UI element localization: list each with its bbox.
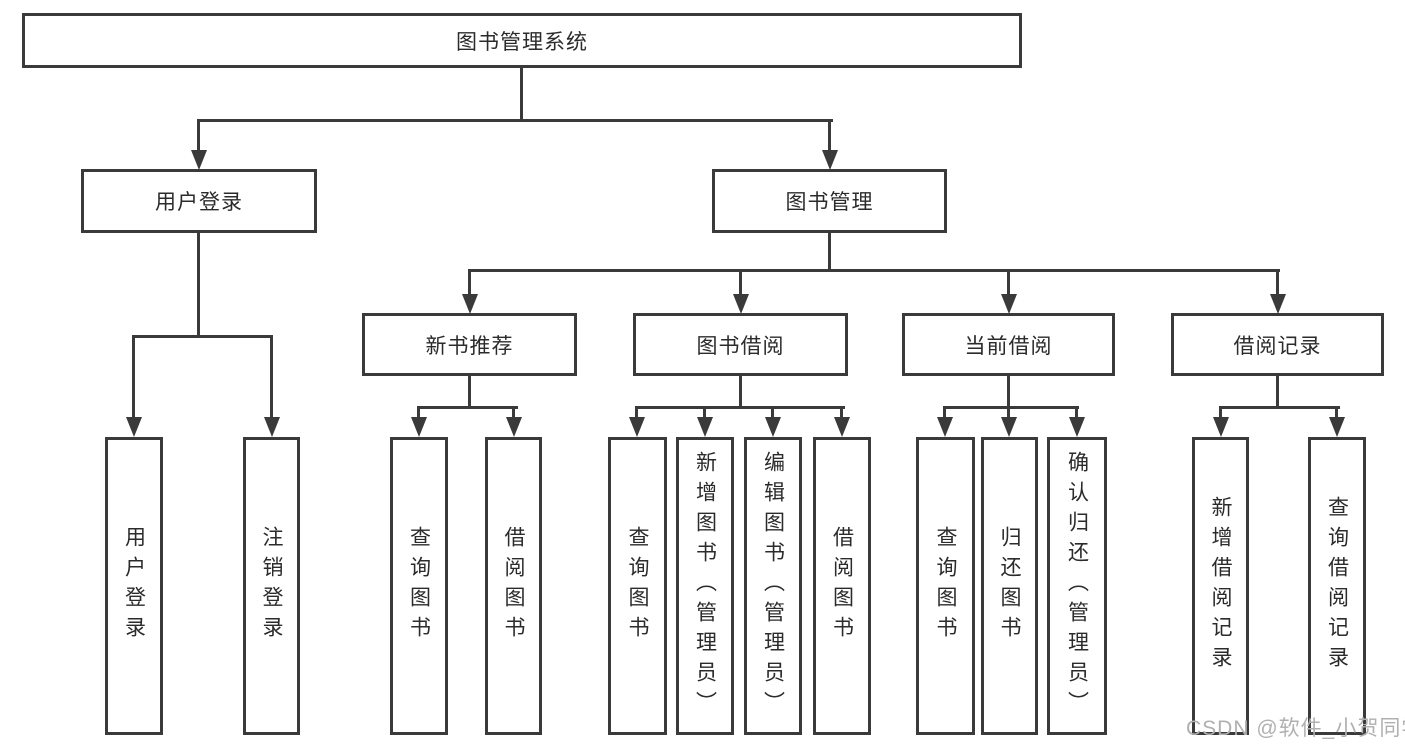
leaf-edit-book-admin: 编辑图书（管理员）	[744, 437, 802, 735]
leaf-add-borrow-record: 新增借阅记录	[1192, 437, 1249, 735]
node-borrowing-records: 借阅记录	[1171, 313, 1384, 376]
connector-leaf-stem	[1007, 406, 1010, 420]
leaf-logout: 注销登录	[243, 437, 300, 735]
connector-to-book-management	[828, 119, 831, 151]
connector-newbook-stem	[468, 374, 471, 409]
connector-to-user-login	[197, 119, 200, 151]
leaf-label: 查询借阅记录	[1325, 496, 1349, 676]
connector-leaf-stem	[635, 406, 638, 420]
leaf-confirm-return-admin: 确认归还（管理员）	[1047, 437, 1107, 735]
watermark: CSDN @软件_小贺同学	[1186, 717, 1405, 740]
leaf-label: 用户登录	[122, 526, 146, 646]
leaf-return-book: 归还图书	[981, 437, 1038, 735]
connector-to-leaf-logout	[270, 335, 273, 418]
node-label: 当前借阅	[964, 334, 1053, 358]
arrowhead-icon	[411, 417, 427, 437]
arrowhead-icon	[1001, 294, 1017, 314]
arrowhead-icon	[1213, 417, 1229, 437]
arrowhead-icon	[822, 150, 838, 170]
leaf-label: 编辑图书（管理员）	[761, 451, 785, 721]
connector-root-bus	[197, 119, 833, 122]
connector-leaf-stem	[703, 406, 706, 420]
connector-root-stem	[520, 66, 523, 119]
connector-currentborrow-bus	[943, 406, 1079, 409]
connector-leaf-stem	[840, 406, 843, 420]
connector-borrowrecords-bus	[1219, 406, 1340, 409]
leaf-label: 新增借阅记录	[1209, 496, 1232, 676]
connector-borrowrecords-stem	[1276, 374, 1279, 409]
leaf-label: 确认归还（管理员）	[1065, 451, 1089, 721]
connector-leaf-stem	[1335, 406, 1338, 420]
connector-leaf-stem	[512, 406, 515, 420]
node-label: 图书管理	[785, 191, 874, 214]
connector-userlogin-stem	[197, 231, 200, 338]
connector-leaf-stem	[771, 406, 774, 420]
leaf-borrow-books-recommend: 借阅图书	[485, 437, 542, 735]
arrowhead-icon	[765, 417, 781, 437]
leaf-borrow-books: 借阅图书	[813, 437, 871, 735]
arrowhead-icon	[937, 417, 953, 437]
node-book-management: 图书管理	[712, 169, 947, 233]
arrowhead-icon	[1001, 417, 1017, 437]
connector-to-book-borrow	[739, 269, 742, 296]
connector-bookmgmt-bus	[468, 269, 1280, 272]
connector-bookmgmt-stem	[828, 231, 831, 272]
arrowhead-icon	[264, 417, 280, 437]
connector-leaf-stem	[1219, 406, 1222, 420]
arrowhead-icon	[1329, 417, 1345, 437]
leaf-label: 查询图书	[934, 526, 957, 646]
leaf-query-books-current: 查询图书	[916, 437, 975, 735]
node-label: 图书管理系统	[456, 30, 588, 54]
connector-newbook-bus	[417, 406, 518, 409]
connector-bookborrow-bus	[635, 406, 845, 409]
node-label: 用户登录	[155, 191, 243, 214]
node-label: 借阅记录	[1233, 334, 1322, 358]
connector-userlogin-bus	[132, 335, 273, 338]
connector-to-current-borrow	[1007, 269, 1010, 296]
node-library-management-system: 图书管理系统	[22, 13, 1022, 68]
node-label: 新书推荐	[425, 334, 514, 358]
leaf-query-books-borrow: 查询图书	[608, 437, 667, 735]
connector-leaf-stem	[1075, 406, 1078, 420]
arrowhead-icon	[697, 417, 713, 437]
leaf-query-books-recommend: 查询图书	[390, 437, 448, 735]
leaf-label: 查询图书	[626, 526, 649, 646]
connector-currentborrow-stem	[1007, 374, 1010, 409]
arrowhead-icon	[834, 417, 850, 437]
leaf-query-borrow-record: 查询借阅记录	[1308, 437, 1366, 735]
leaf-label: 查询图书	[407, 526, 431, 646]
connector-bookborrow-stem	[739, 374, 742, 409]
leaf-label: 新增图书（管理员）	[693, 451, 717, 721]
arrowhead-icon	[629, 417, 645, 437]
node-new-book-recommendation: 新书推荐	[362, 313, 577, 376]
arrowhead-icon	[506, 417, 522, 437]
connector-to-borrow-records	[1276, 269, 1279, 296]
connector-leaf-stem	[417, 406, 420, 420]
arrowhead-icon	[191, 150, 207, 170]
leaf-label: 借阅图书	[830, 526, 854, 646]
leaf-label: 借阅图书	[502, 526, 525, 646]
arrowhead-icon	[126, 417, 142, 437]
arrowhead-icon	[1270, 294, 1286, 314]
leaf-label: 注销登录	[260, 526, 283, 646]
connector-to-leaf-user-login	[132, 335, 135, 418]
arrowhead-icon	[733, 294, 749, 314]
connector-leaf-stem	[943, 406, 946, 420]
node-book-borrowing: 图书借阅	[633, 313, 848, 376]
leaf-add-book-admin: 新增图书（管理员）	[676, 437, 734, 735]
node-user-login: 用户登录	[81, 169, 317, 233]
arrowhead-icon	[462, 294, 478, 314]
arrowhead-icon	[1069, 417, 1085, 437]
leaf-label: 归还图书	[998, 526, 1021, 646]
node-current-borrowing: 当前借阅	[902, 313, 1115, 376]
leaf-user-login: 用户登录	[105, 437, 163, 735]
connector-to-new-book	[468, 269, 471, 296]
node-label: 图书借阅	[696, 334, 785, 358]
